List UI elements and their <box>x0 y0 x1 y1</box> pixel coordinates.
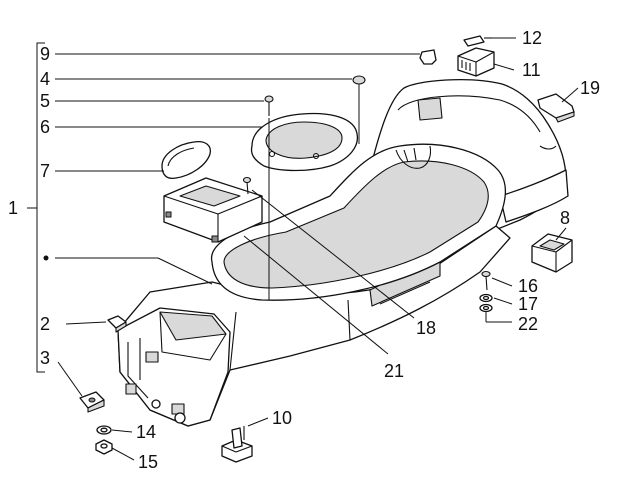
callout-11: 11 <box>522 60 541 80</box>
part-10-bracket <box>221 426 253 463</box>
callout-2: 2 <box>40 314 50 334</box>
callout-6: 6 <box>40 117 50 137</box>
part-6-bowl-cover <box>250 112 358 172</box>
part-16-screw <box>481 270 491 291</box>
callout-12: 12 <box>522 28 542 48</box>
callout-9: 9 <box>40 44 50 64</box>
callout-4: 4 <box>40 69 50 89</box>
callout-22: 22 <box>518 314 538 334</box>
callout-5: 5 <box>40 91 50 111</box>
part-17-washer <box>479 293 493 303</box>
callout-17: 17 <box>518 294 538 314</box>
callout-16: 16 <box>518 276 538 296</box>
callout-18: 18 <box>416 318 436 338</box>
part-3-nut <box>79 391 105 413</box>
part-4-screw <box>352 75 366 144</box>
part-22-washer <box>479 303 493 322</box>
part-15-nut <box>95 439 113 455</box>
part-18-screw <box>242 176 252 195</box>
part-8-small-box <box>531 233 573 273</box>
callout-labels: 1 2 3 4 5 6 7 8 9 10 11 12 14 15 16 17 1… <box>8 28 600 472</box>
part-9-plug <box>419 49 437 65</box>
callout-3: 3 <box>40 348 50 368</box>
part-19-cap <box>537 93 575 123</box>
helmet-compartment <box>210 143 506 301</box>
assembly-dot <box>43 255 49 261</box>
callout-1: 1 <box>8 198 18 218</box>
part-5-screw <box>264 95 274 300</box>
callout-8: 8 <box>560 208 570 228</box>
assembly-bracket <box>27 42 45 373</box>
leader-lines <box>55 37 579 461</box>
part-14-washer <box>96 425 112 435</box>
callout-15: 15 <box>138 452 158 472</box>
callout-19: 19 <box>580 78 600 98</box>
part-11-block <box>457 47 495 77</box>
callout-10: 10 <box>272 408 292 428</box>
part-2-clip <box>107 315 127 333</box>
callout-14: 14 <box>136 422 156 442</box>
part-7-oval-lid <box>161 140 212 180</box>
callout-21: 21 <box>384 361 404 381</box>
tray-block <box>163 177 263 243</box>
callout-7: 7 <box>40 161 50 181</box>
